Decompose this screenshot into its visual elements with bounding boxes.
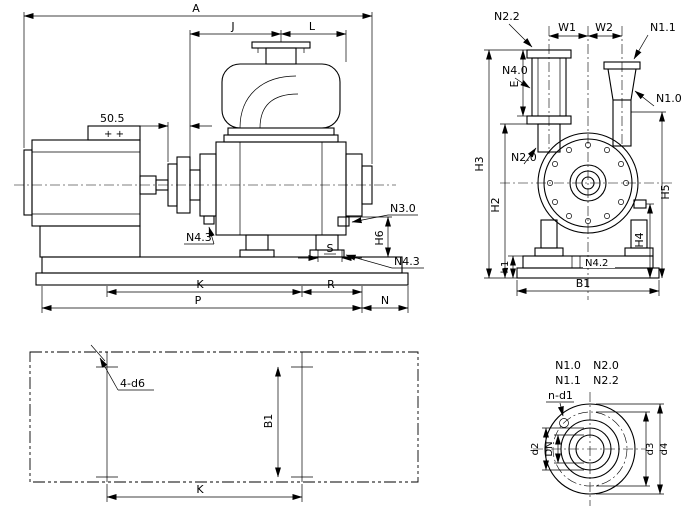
cover-bolts: [547, 142, 629, 224]
side-view-dimensions: A J L 50.5 H6 N3.0 N4.3 S N4.3 K R P N: [23, 2, 424, 313]
pump-casing-circle: [537, 132, 639, 234]
bolt-hole: [559, 418, 569, 428]
side-port: [633, 199, 647, 209]
dim-d2: d2: [530, 443, 541, 456]
label-N4.0: N4.0: [502, 64, 528, 77]
flange-title-N1.0: N1.0: [555, 359, 581, 372]
dim-h1: h1: [500, 261, 511, 274]
dim-offset: 50.5: [100, 112, 125, 125]
dim-H2: H2: [489, 197, 502, 212]
suction-riser: [265, 47, 297, 65]
side-view: + +: [14, 41, 409, 286]
dim-d4: d4: [659, 443, 670, 456]
dim-J: J: [230, 20, 234, 33]
dim-R: R: [327, 278, 335, 291]
flange-title-N2.2: N2.2: [593, 374, 619, 387]
dim-P: P: [195, 294, 202, 307]
end-view-dimensions: W1 W2 N2.2 N1.1 N4.0 N1.0 N2.0 E H3 H2 h…: [473, 10, 682, 296]
plan-view: [29, 344, 419, 483]
dim-H3: H3: [473, 156, 486, 171]
plan-view-dimensions: 4-d6 B1 K: [99, 357, 303, 502]
flange-title-N2.0: N2.0: [593, 359, 619, 372]
baseplate-outline: [29, 351, 419, 483]
label-4-d6: 4-d6: [120, 377, 145, 390]
dim-K-plan: K: [196, 483, 204, 496]
dim-S: S: [327, 242, 334, 255]
label-N4.3-right: N4.3: [394, 255, 420, 268]
motor-end-cap: [23, 149, 33, 216]
motor-body: [31, 139, 141, 227]
dim-N: N: [381, 294, 389, 307]
label-n-d1: n-d1: [548, 389, 573, 402]
label-N4.3-left: N4.3: [186, 231, 212, 244]
dim-DN: DN: [544, 441, 555, 456]
dim-B1-end: B1: [576, 277, 591, 290]
bore-circle: [575, 434, 605, 464]
drain-port: [337, 216, 350, 227]
label-N3.0: N3.0: [390, 202, 416, 215]
terminal-marks: + +: [104, 129, 124, 140]
dim-L: L: [309, 20, 316, 33]
label-N1.1: N1.1: [650, 21, 676, 34]
end-view: [500, 26, 672, 300]
flange-title-N1.1: N1.1: [555, 374, 581, 387]
label-N2.0: N2.0: [511, 151, 537, 164]
label-N1.0: N1.0: [656, 92, 682, 105]
dim-W2: W2: [595, 21, 613, 34]
dim-K-side: K: [196, 278, 204, 291]
dim-H4: H4: [633, 232, 646, 247]
dim-E: E: [508, 80, 521, 87]
motor-block: [39, 225, 141, 258]
dim-W1: W1: [558, 21, 576, 34]
suction-flange: [251, 41, 311, 49]
label-N4.2: N4.2: [585, 258, 608, 269]
bolt-circle: [552, 411, 628, 487]
baseplate: [41, 256, 403, 274]
dim-H6: H6: [373, 230, 386, 245]
dim-B1-plan: B1: [262, 414, 275, 429]
dim-A: A: [192, 2, 200, 15]
flange-detail: N1.0 N2.0 N1.1 N2.2 n-d1 d2 DN d3 d4: [530, 359, 670, 506]
label-N2.2: N2.2: [494, 10, 520, 23]
dim-H5: H5: [659, 184, 672, 199]
dim-d3: d3: [645, 443, 656, 456]
pump-casing: [215, 141, 347, 236]
